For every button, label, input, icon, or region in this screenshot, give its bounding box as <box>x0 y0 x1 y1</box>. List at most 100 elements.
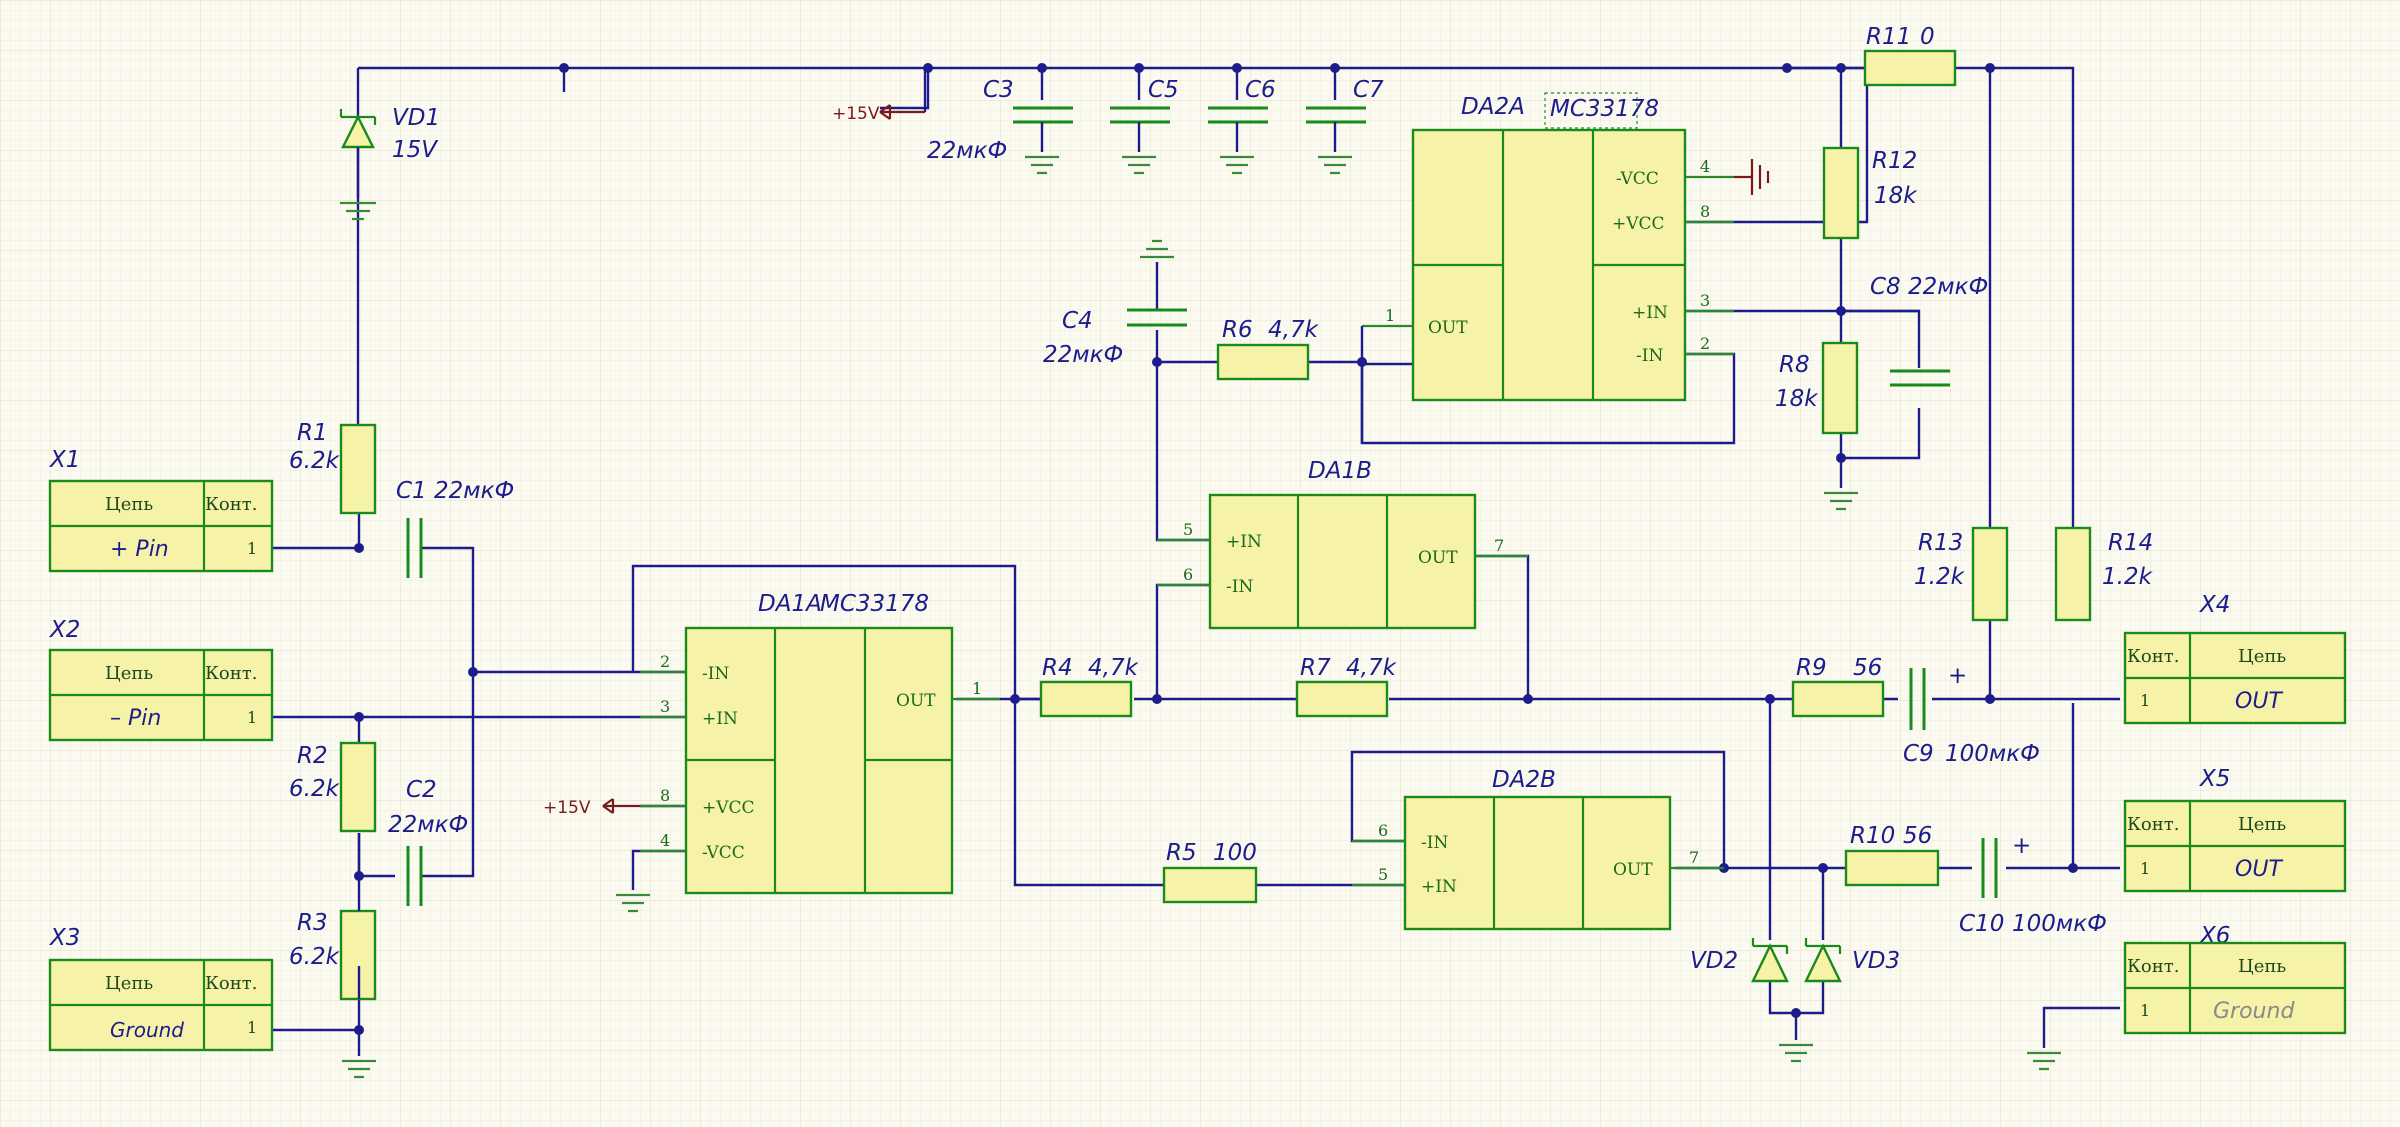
resistor-value: 18k <box>1874 183 1918 209</box>
resistor-r5[interactable]: R5 100 <box>1162 840 1258 904</box>
capacitor-value: 22мкФ <box>388 812 468 838</box>
pin-name: +IN <box>1226 532 1262 552</box>
resistor-r8[interactable]: R8 18k <box>1775 341 1859 435</box>
resistor-value: 18k <box>1775 386 1819 412</box>
resistor-ref: R13 <box>1918 530 1963 556</box>
capacitor-c6[interactable]: C6 <box>1208 77 1276 152</box>
resistor-ref: R8 <box>1779 352 1810 378</box>
resistor-ref: R7 <box>1300 655 1331 681</box>
capacitor-ref: C10 <box>1959 911 2004 937</box>
connector-x5[interactable]: X5 Конт. Цепь 1 OUT <box>2123 766 2347 893</box>
connector-header-pin: Конт. <box>205 663 257 684</box>
resistor-r9[interactable]: R9 56 <box>1791 655 1885 718</box>
connector-net-label: Ground <box>110 1018 184 1042</box>
capacitor-c1[interactable]: C1 22мкФ <box>396 478 514 578</box>
connector-x3[interactable]: X3 Цепь Конт. Ground 1 <box>48 925 274 1052</box>
resistor-r6[interactable]: R6 4,7k <box>1216 317 1320 381</box>
pin-name: -IN <box>1636 346 1663 366</box>
resistor-value: 56 <box>1903 823 1932 849</box>
resistor-ref: R2 <box>297 743 328 769</box>
resistor-r13[interactable]: R13 1.2k <box>1914 526 2009 622</box>
diode-ref: VD1 <box>392 105 440 131</box>
connector-net-label: Ground <box>2213 999 2295 1024</box>
opamp-da1b[interactable]: DA1B 5 6 7 +IN -IN OUT <box>1157 458 1528 630</box>
resistor-value: 6.2k <box>289 776 341 802</box>
connector-pin-number: 1 <box>247 1018 257 1037</box>
connector-header-net: Цепь <box>105 663 153 684</box>
resistor-r2[interactable]: R2 6.2k <box>289 741 377 833</box>
connector-header-net: Цепь <box>105 973 153 994</box>
capacitor-ref: C7 <box>1353 77 1384 103</box>
resistor-r14[interactable]: R14 1.2k <box>2054 526 2154 622</box>
resistor-ref: R12 <box>1872 148 1917 174</box>
pin-name: -IN <box>1226 577 1253 597</box>
connector-header-pin: Конт. <box>2127 814 2179 835</box>
resistor-r1[interactable]: R1 6.2k <box>289 420 377 515</box>
connector-ref: X3 <box>49 925 80 951</box>
diode-ref: VD3 <box>1852 948 1900 974</box>
connector-x2[interactable]: X2 Цепь Конт. – Pin 1 <box>48 617 274 742</box>
power-flag-top: +15V <box>832 68 927 124</box>
pin-name: OUT <box>1613 860 1653 880</box>
capacitor-value: 100мкФ <box>1945 741 2040 767</box>
resistor-value: 4,7k <box>1268 317 1320 343</box>
pin-number: 8 <box>660 786 670 805</box>
connector-ref: X5 <box>2199 766 2230 792</box>
capacitor-c5[interactable]: C5 <box>1110 77 1179 152</box>
resistor-r12[interactable]: R12 18k <box>1822 146 1918 240</box>
capacitor-ref: C5 <box>1148 77 1179 103</box>
connector-x6[interactable]: X6 Конт. Цепь 1 Ground <box>2123 923 2347 1035</box>
capacitor-c3[interactable]: C3 22мкФ <box>927 77 1073 164</box>
zener-diode-vd3[interactable]: VD3 <box>1804 938 1900 983</box>
resistor-ref: R5 <box>1166 840 1197 866</box>
pin-name: +IN <box>1421 877 1457 897</box>
connector-pin-number: 1 <box>247 708 257 727</box>
capacitor-c9[interactable]: + C9 100мкФ <box>1903 663 2040 767</box>
resistor-value: 6.2k <box>289 448 341 474</box>
capacitor-c7[interactable]: C7 <box>1306 77 1384 152</box>
opamp-da2a[interactable]: DA2A MC33178 1 4 8 3 2 OUT -VCC +VCC +IN… <box>1362 92 1734 402</box>
pin-number: 2 <box>660 652 670 671</box>
connector-header-net: Цепь <box>105 494 153 515</box>
opamp-da1a[interactable]: DA1A MC33178 2 3 8 4 1 -IN +IN +VCC -VCC… <box>640 591 1000 895</box>
resistor-ref: R4 <box>1042 655 1073 681</box>
connector-header-net: Цепь <box>2238 814 2286 835</box>
capacitor-c8[interactable]: C8 22мкФ <box>1870 274 1988 387</box>
resistor-r11[interactable]: R11 0 <box>1863 24 1957 87</box>
power-label: +15V <box>543 798 591 818</box>
pin-name: +VCC <box>1612 214 1665 234</box>
pin-number: 3 <box>660 697 670 716</box>
connector-x4[interactable]: X4 Конт. Цепь 1 OUT <box>2123 592 2347 725</box>
opamp-ref: DA1B <box>1308 458 1372 484</box>
resistor-r7[interactable]: R7 4,7k <box>1295 655 1398 718</box>
resistor-ref: R14 <box>2108 530 2153 556</box>
connector-x1[interactable]: X1 Цепь Конт. + Pin 1 <box>48 447 274 573</box>
capacitor-ref: C4 <box>1062 308 1093 334</box>
capacitor-ref: C6 <box>1245 77 1276 103</box>
resistor-value: 100 <box>1213 840 1257 866</box>
ground-symbols <box>340 155 2061 1079</box>
pin-number: 5 <box>1378 865 1388 884</box>
opamp-ref: DA2A <box>1461 94 1525 120</box>
resistor-r10[interactable]: R10 56 <box>1844 823 1940 887</box>
resistor-ref: R3 <box>297 910 328 936</box>
capacitor-ref: C9 <box>1903 741 1934 767</box>
connector-net-label: – Pin <box>110 706 161 731</box>
pin-number: 7 <box>1494 536 1504 555</box>
capacitor-ref: C8 <box>1870 274 1901 300</box>
resistor-value: 0 <box>1920 24 1935 50</box>
resistor-value: 1.2k <box>1914 564 1966 590</box>
resistor-ref: R10 <box>1850 823 1895 849</box>
capacitor-c2[interactable]: C2 22мкФ <box>388 777 468 906</box>
zener-diode-vd1[interactable]: VD1 15V <box>339 105 440 198</box>
connector-header-pin: Конт. <box>205 973 257 994</box>
capacitor-c4[interactable]: C4 22мкФ <box>1043 308 1187 368</box>
resistor-r4[interactable]: R4 4,7k <box>1039 655 1140 718</box>
capacitor-ref: C1 <box>396 478 427 504</box>
pin-name: -IN <box>1421 833 1448 853</box>
resistor-ref: R11 <box>1866 24 1911 50</box>
zener-diode-vd2[interactable]: VD2 <box>1690 938 1789 983</box>
opamp-da2b[interactable]: DA2B 6 5 7 -IN +IN OUT <box>1352 767 1724 931</box>
capacitor-c10[interactable]: + C10 100мкФ <box>1959 833 2107 937</box>
